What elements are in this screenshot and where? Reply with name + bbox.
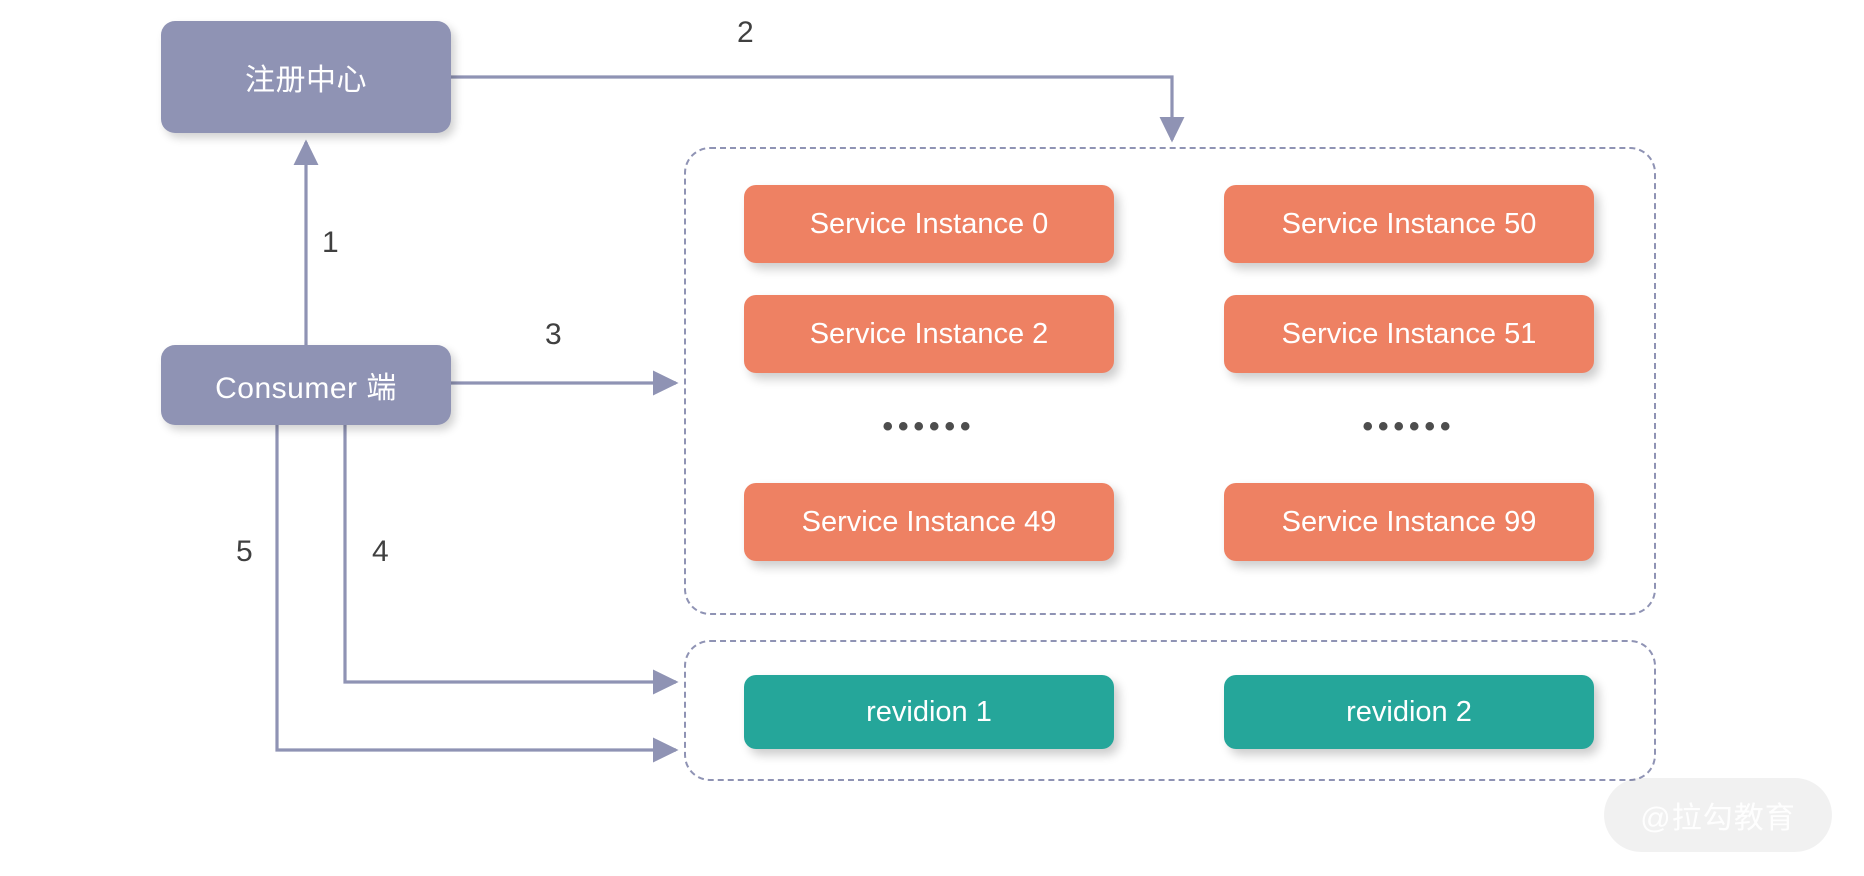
edge-5-path [275,425,679,763]
revision-label: revidion 2 [1346,695,1472,728]
revisions-group [684,640,1656,781]
revision-label: revidion 1 [866,695,992,728]
registry-center-label: 注册中心 [245,64,367,97]
service-instance-card[interactable]: Service Instance 51 [1224,295,1594,373]
service-instances-group [684,147,1656,615]
service-instance-label: Service Instance 51 [1281,317,1537,350]
revision-card[interactable]: revidion 2 [1224,675,1594,749]
watermark-text: @拉勾教育 [1640,802,1796,835]
service-instance-card[interactable]: Service Instance 99 [1224,483,1594,561]
revision-card[interactable]: revidion 1 [744,675,1114,749]
edge-2-path [451,75,1185,143]
consumer-node[interactable]: Consumer 端 [161,345,451,425]
edge-label-3: 3 [545,318,562,351]
ellipsis-right: •••••• [1362,410,1456,443]
service-instance-card[interactable]: Service Instance 50 [1224,185,1594,263]
service-instance-card[interactable]: Service Instance 2 [744,295,1114,373]
edge-4-path [343,425,679,695]
service-instance-label: Service Instance 49 [801,505,1057,538]
service-instance-card[interactable]: Service Instance 0 [744,185,1114,263]
service-instance-label: Service Instance 0 [809,207,1049,240]
edge-label-5: 5 [236,535,253,568]
service-instance-label: Service Instance 50 [1281,207,1537,240]
edge-label-4: 4 [372,535,389,568]
watermark-badge: @拉勾教育 [1604,778,1832,852]
service-instance-card[interactable]: Service Instance 49 [744,483,1114,561]
registry-center-node[interactable]: 注册中心 [161,21,451,133]
edge-label-2: 2 [737,16,754,49]
service-instance-label: Service Instance 99 [1281,505,1537,538]
consumer-label: Consumer 端 [215,372,397,405]
edge-label-1: 1 [322,226,339,259]
ellipsis-left: •••••• [882,410,976,443]
service-instance-label: Service Instance 2 [809,317,1049,350]
